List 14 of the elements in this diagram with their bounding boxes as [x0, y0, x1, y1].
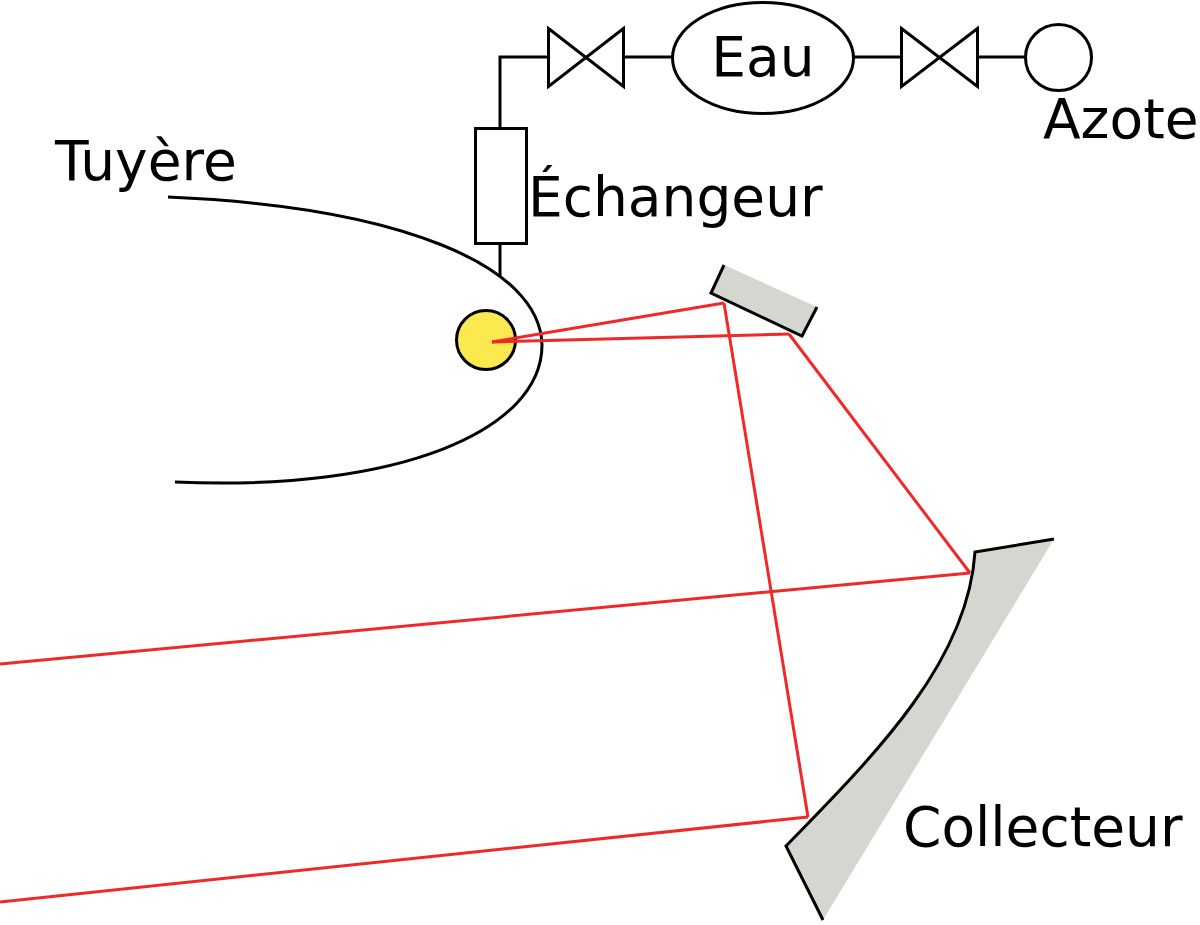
pipe-line — [854, 55, 900, 59]
pipe-line — [498, 55, 547, 127]
component-label: Collecteur — [903, 794, 1183, 861]
pipe-line — [498, 245, 502, 277]
component-label: Tuyère — [55, 128, 237, 195]
component-label: Eau — [711, 24, 815, 92]
light-ray — [722, 302, 810, 818]
light-ray — [787, 333, 972, 574]
light-ray — [547, 332, 790, 342]
component-label: Échangeur — [528, 164, 823, 231]
light-ray — [0, 571, 971, 666]
component-label: Azote — [1043, 86, 1199, 153]
light-ray — [0, 815, 809, 904]
light-ray — [547, 301, 725, 335]
